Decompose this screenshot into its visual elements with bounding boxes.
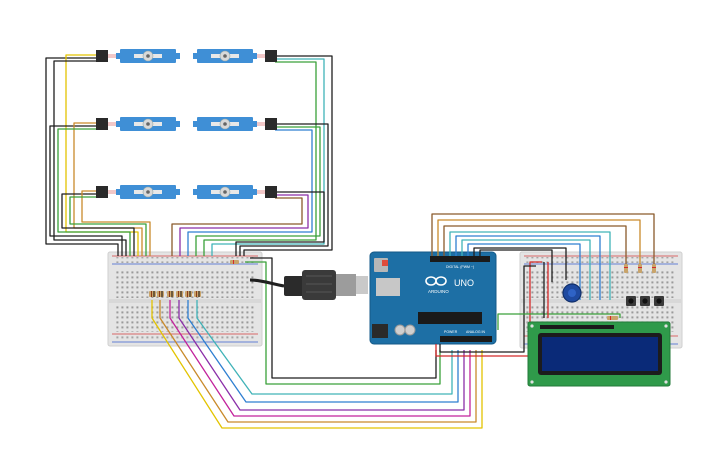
arduino-brand-label: ARDUINO bbox=[428, 289, 449, 294]
servo-6 bbox=[193, 185, 277, 199]
digital-header-label: DIGITAL (PWM ~) bbox=[446, 265, 474, 269]
potentiometer bbox=[562, 283, 582, 303]
breadboard-left bbox=[107, 251, 263, 347]
usb-cable bbox=[249, 270, 368, 300]
servo-motors bbox=[96, 49, 277, 199]
lcd-pin-header bbox=[540, 325, 614, 329]
signal-wires-bottom bbox=[151, 257, 483, 429]
arduino-model-label: UNO bbox=[454, 278, 474, 288]
analog-header-label: ANALOG IN bbox=[466, 330, 486, 334]
arduino-uno: ARDUINO UNO DIGITAL (PWM ~) POWER ANALOG… bbox=[369, 251, 497, 345]
servo-3 bbox=[96, 185, 180, 199]
lcd-display bbox=[527, 321, 671, 387]
usb-plug-icon bbox=[284, 276, 304, 296]
servo-1 bbox=[96, 49, 180, 63]
servo-wires-right bbox=[171, 55, 333, 256]
push-buttons bbox=[626, 296, 664, 306]
servo-wires-left bbox=[45, 54, 151, 256]
infinity-icon bbox=[425, 276, 447, 286]
power-header-label: POWER bbox=[444, 330, 458, 334]
servo-5 bbox=[193, 117, 277, 131]
servo-4 bbox=[193, 49, 277, 63]
resistors-right bbox=[607, 264, 656, 320]
signal-wires-top bbox=[431, 213, 655, 300]
resistors-left bbox=[149, 260, 239, 297]
servo-2 bbox=[96, 117, 180, 131]
